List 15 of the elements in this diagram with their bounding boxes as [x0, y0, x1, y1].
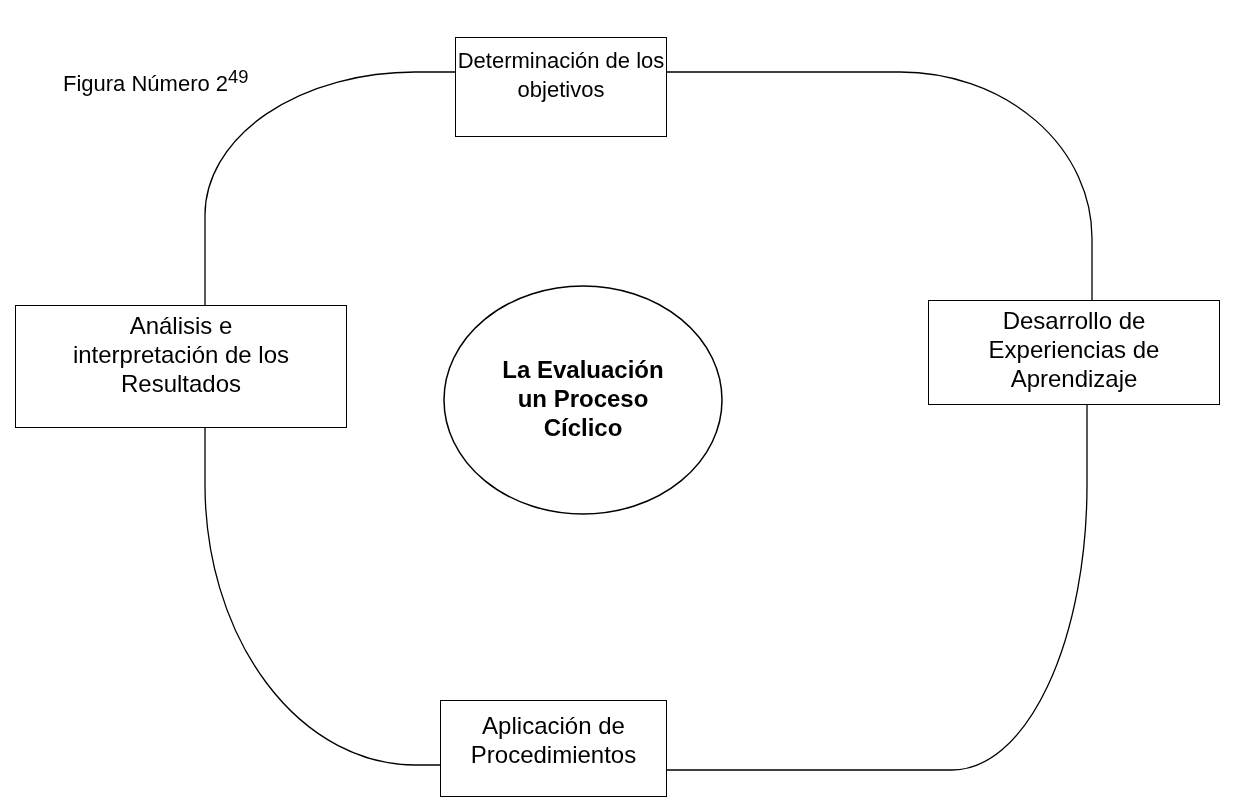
process-box — [455, 37, 667, 137]
connector-arc — [666, 404, 1088, 771]
connector-arc — [666, 71, 1093, 301]
process-box — [440, 700, 667, 797]
connector-arc — [204, 427, 441, 766]
process-box — [928, 300, 1220, 405]
connector-arc — [204, 71, 456, 306]
process-box — [15, 305, 347, 428]
node-label: Aplicación de Procedimientos — [469, 711, 638, 769]
node-label: La Evaluación un Proceso Cíclico — [501, 355, 665, 442]
ellipse-node — [443, 285, 723, 515]
figure-title: Figura Número 2$^{49}$ — [63, 66, 249, 98]
node-label: Determinación de los objetivos — [457, 47, 665, 104]
node-label: Desarrollo de Experiencias de Aprendizaje — [987, 306, 1161, 393]
node-label: Análisis e interpretación de los Resultados — [71, 311, 291, 398]
